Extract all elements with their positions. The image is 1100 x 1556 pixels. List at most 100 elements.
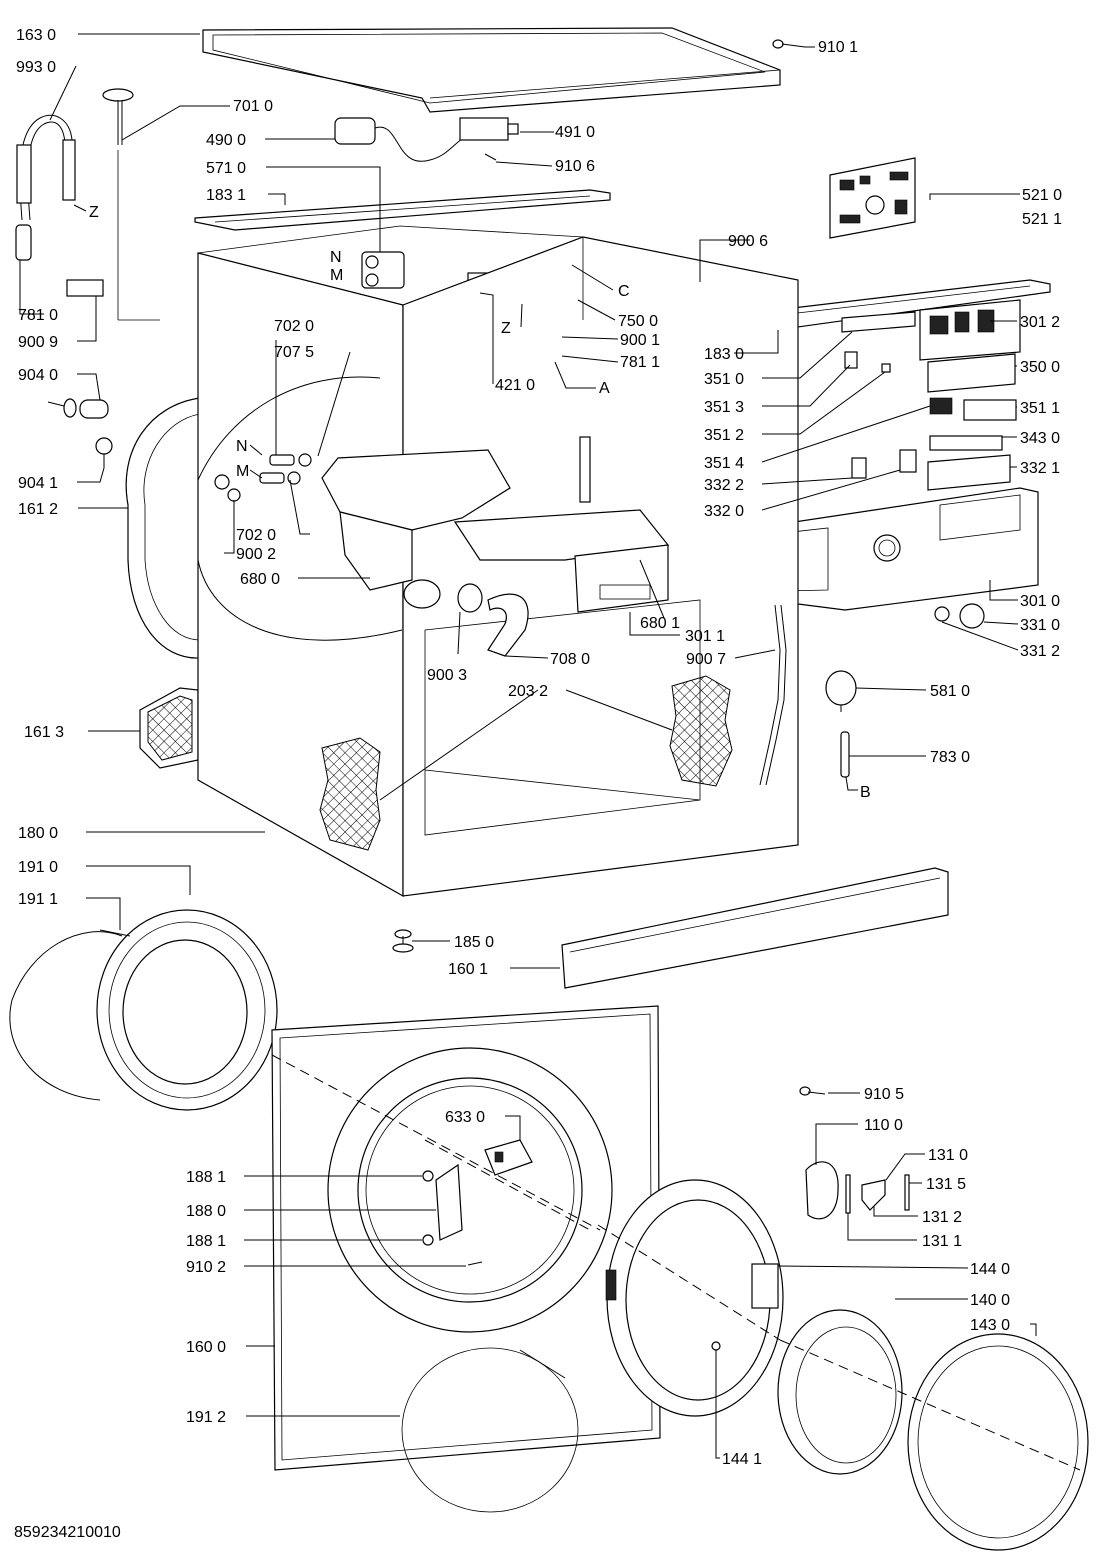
label-160-1: 160 1: [448, 961, 488, 978]
label-900-3: 900 3: [427, 667, 467, 684]
label-301-2: 301 2: [1020, 314, 1060, 331]
label-185-0: 185 0: [454, 934, 494, 951]
label-131-5: 131 5: [926, 1176, 966, 1193]
label-707-5: 707 5: [274, 344, 314, 361]
label-331-2: 331 2: [1020, 643, 1060, 660]
front-panel: [271, 1005, 661, 1471]
label-203-2: 203 2: [508, 683, 548, 700]
counterweight-parts: [47, 398, 113, 468]
label-188-0: 188 0: [186, 1203, 226, 1220]
label-491-0: 491 0: [555, 124, 595, 141]
label-b: B: [860, 784, 871, 801]
label-c: C: [618, 283, 630, 300]
label-680-0: 680 0: [240, 571, 280, 588]
screw-910-6: [484, 153, 497, 161]
door-hinge: [422, 1163, 483, 1266]
door-glass: [777, 1309, 903, 1475]
kick-plate: [561, 867, 949, 989]
label-m-valve: M: [330, 267, 343, 284]
label-m-mid: M: [236, 463, 249, 480]
door-handle: [805, 1161, 839, 1220]
label-702-0-bot: 702 0: [236, 527, 276, 544]
label-350-0: 350 0: [1020, 359, 1060, 376]
hose-clip: [66, 279, 104, 297]
label-708-0: 708 0: [550, 651, 590, 668]
control-board: [829, 157, 916, 239]
label-910-1: 910 1: [818, 39, 858, 56]
label-490-0: 490 0: [206, 132, 246, 149]
label-z-hose: Z: [89, 204, 99, 221]
label-144-1: 144 1: [722, 1451, 762, 1468]
detergent-dispenser: [321, 449, 511, 609]
inner-door-frame: [597, 1224, 1089, 1551]
inlet-hose: [15, 114, 76, 261]
interface-module: [919, 299, 1021, 361]
screw-910-5: [799, 1086, 826, 1096]
label-351-1: 351 1: [1020, 400, 1060, 417]
label-781-1: 781 1: [620, 354, 660, 371]
label-904-1: 904 1: [18, 475, 58, 492]
door-gasket: [9, 909, 278, 1111]
label-183-1: 183 1: [206, 187, 246, 204]
label-521-0: 521 0: [1022, 187, 1062, 204]
pressure-switch: [825, 670, 857, 712]
label-n-valve: N: [330, 249, 342, 266]
sound-insulation-pads: [319, 675, 733, 851]
label-910-5: 910 5: [864, 1086, 904, 1103]
label-900-6: 900 6: [728, 233, 768, 250]
adjustable-foot: [392, 929, 414, 953]
label-332-2: 332 2: [704, 477, 744, 494]
label-188-1-b: 188 1: [186, 1233, 226, 1250]
cabinet-grille: [139, 687, 199, 769]
label-332-0: 332 0: [704, 503, 744, 520]
label-160-0: 160 0: [186, 1339, 226, 1356]
label-571-0: 571 0: [206, 160, 246, 177]
label-331-0: 331 0: [1020, 617, 1060, 634]
label-750-0: 750 0: [618, 313, 658, 330]
suppressor: [459, 117, 519, 141]
label-900-2: 900 2: [236, 546, 276, 563]
rear-gasket: [125, 397, 201, 659]
label-191-0: 191 0: [18, 859, 58, 876]
leader-lines: [19, 33, 1037, 1459]
label-a: A: [599, 380, 610, 397]
service-tool: [102, 88, 160, 321]
label-161-2: 161 2: [18, 501, 58, 518]
screw-910-1: [772, 39, 806, 49]
label-581-0: 581 0: [930, 683, 970, 700]
label-521-1: 521 1: [1022, 211, 1062, 228]
diagram-reference-code: 859234210010: [14, 1524, 121, 1541]
label-900-7: 900 7: [686, 651, 726, 668]
label-z-pump: Z: [501, 320, 511, 337]
label-110-0: 110 0: [864, 1117, 903, 1134]
label-161-3: 161 3: [24, 724, 64, 741]
label-183-0: 183 0: [704, 346, 744, 363]
label-343-0: 343 0: [1020, 430, 1060, 447]
top-crossbar: [194, 189, 611, 231]
wiring-harness: [759, 604, 787, 786]
label-993-0: 993 0: [16, 59, 56, 76]
electronic-parts: [841, 311, 1017, 491]
label-131-1: 131 1: [922, 1233, 962, 1250]
mains-cable: [334, 117, 471, 162]
label-910-2: 910 2: [186, 1259, 226, 1276]
door-clamp-wire: [401, 1347, 579, 1513]
top-cover: [202, 27, 781, 113]
rod-part: [840, 731, 850, 778]
label-180-0: 180 0: [18, 825, 58, 842]
label-332-1: 332 1: [1020, 460, 1060, 477]
door-frame: [605, 1179, 784, 1417]
label-351-3: 351 3: [704, 399, 744, 416]
label-633-0: 633 0: [445, 1109, 485, 1126]
label-351-0: 351 0: [704, 371, 744, 388]
program-knob: [934, 603, 985, 629]
door-interlock: [484, 1139, 533, 1176]
label-351-4: 351 4: [704, 455, 744, 472]
label-900-9: 900 9: [18, 334, 58, 351]
label-910-6: 910 6: [555, 158, 595, 175]
label-140-0: 140 0: [970, 1292, 1010, 1309]
label-783-0: 783 0: [930, 749, 970, 766]
label-n-mid: N: [236, 438, 248, 455]
handle-parts: [845, 1174, 910, 1214]
